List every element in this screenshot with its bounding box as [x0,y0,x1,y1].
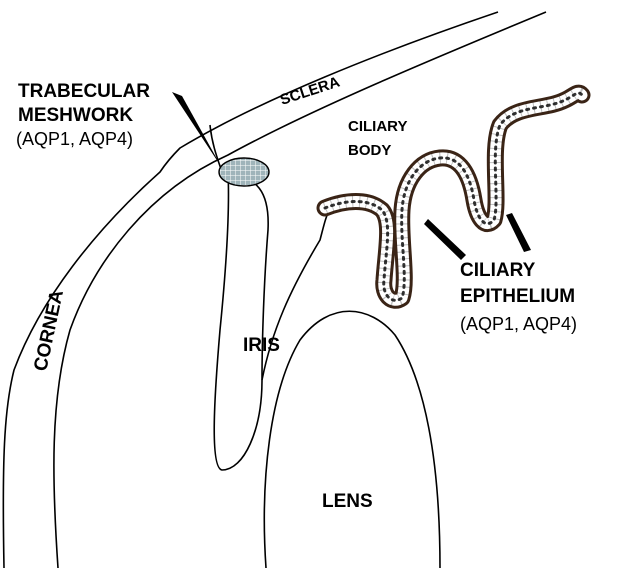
trabecular-label-line1: TRABECULAR [18,81,150,102]
sclera-outer-surface [2,11,499,568]
lens-shape [263,310,441,568]
ciliary-body-label-line2: BODY [348,142,391,159]
lens-label: LENS [322,491,373,512]
trabecular-label-line2: MESHWORK [18,105,133,126]
ciliary-epithelium-aqp-label: (AQP1, AQP4) [460,314,577,334]
ciliary-epithelium-label-line2: EPITHELIUM [460,286,575,307]
ciliary-pointer-right [506,213,531,252]
ciliary-cell-nuclei [323,91,584,302]
trabecular-meshwork-shape [218,157,270,187]
trabecular-aqp-label: (AQP1, AQP4) [16,129,133,149]
ciliary-body-label-line1: CILIARY [348,118,407,135]
ciliary-pointer-left [424,219,466,260]
iris-shape [213,170,269,471]
ciliary-cell-outline [322,87,587,307]
iris-label: IRIS [243,335,280,356]
ciliary-body-outline [261,209,331,381]
ciliary-epithelium-label-line1: CILIARY [460,260,536,281]
sclera-inner-surface [53,11,547,568]
trabecular-pointer [172,92,222,168]
